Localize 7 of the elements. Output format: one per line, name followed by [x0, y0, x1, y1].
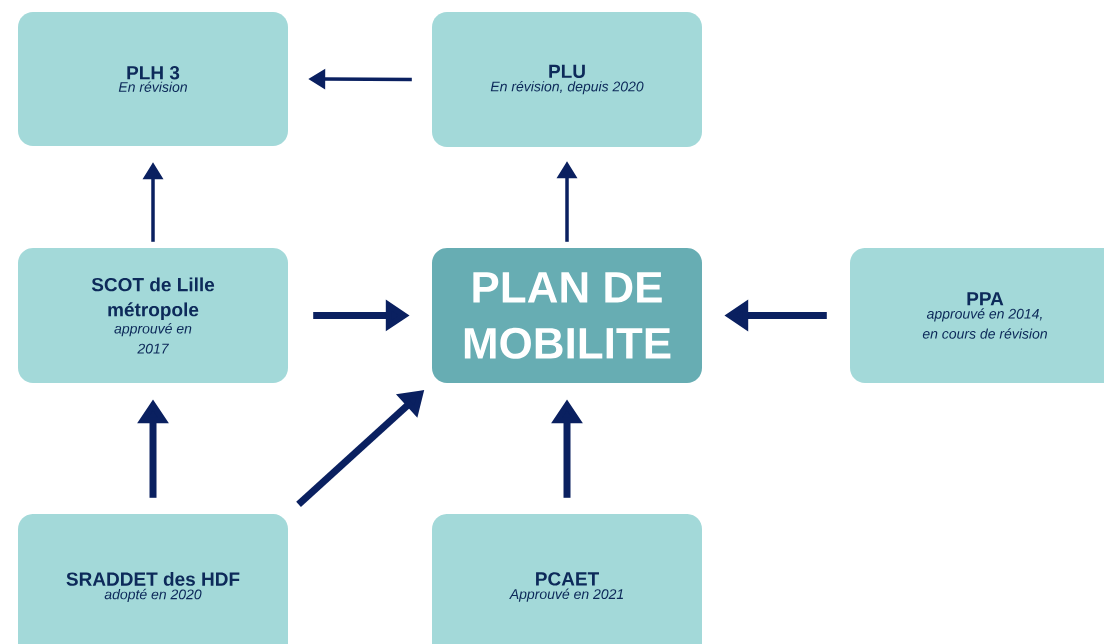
process-box: PPA approuvé en 2014, en cours de révision [850, 248, 1104, 383]
process-box: PLU En révision, depuis 2020 [432, 12, 702, 147]
process-box: PLH 3 En révision [18, 12, 288, 146]
process-box: SCOT de Lille métropole approuvé en 2017 [18, 248, 288, 383]
process-box: SRADDET des HDF adopté en 2020 [18, 514, 288, 644]
process-box: PCAET Approuvé en 2021 [432, 514, 702, 644]
central-box: PLAN DE MOBILITE [432, 248, 702, 383]
